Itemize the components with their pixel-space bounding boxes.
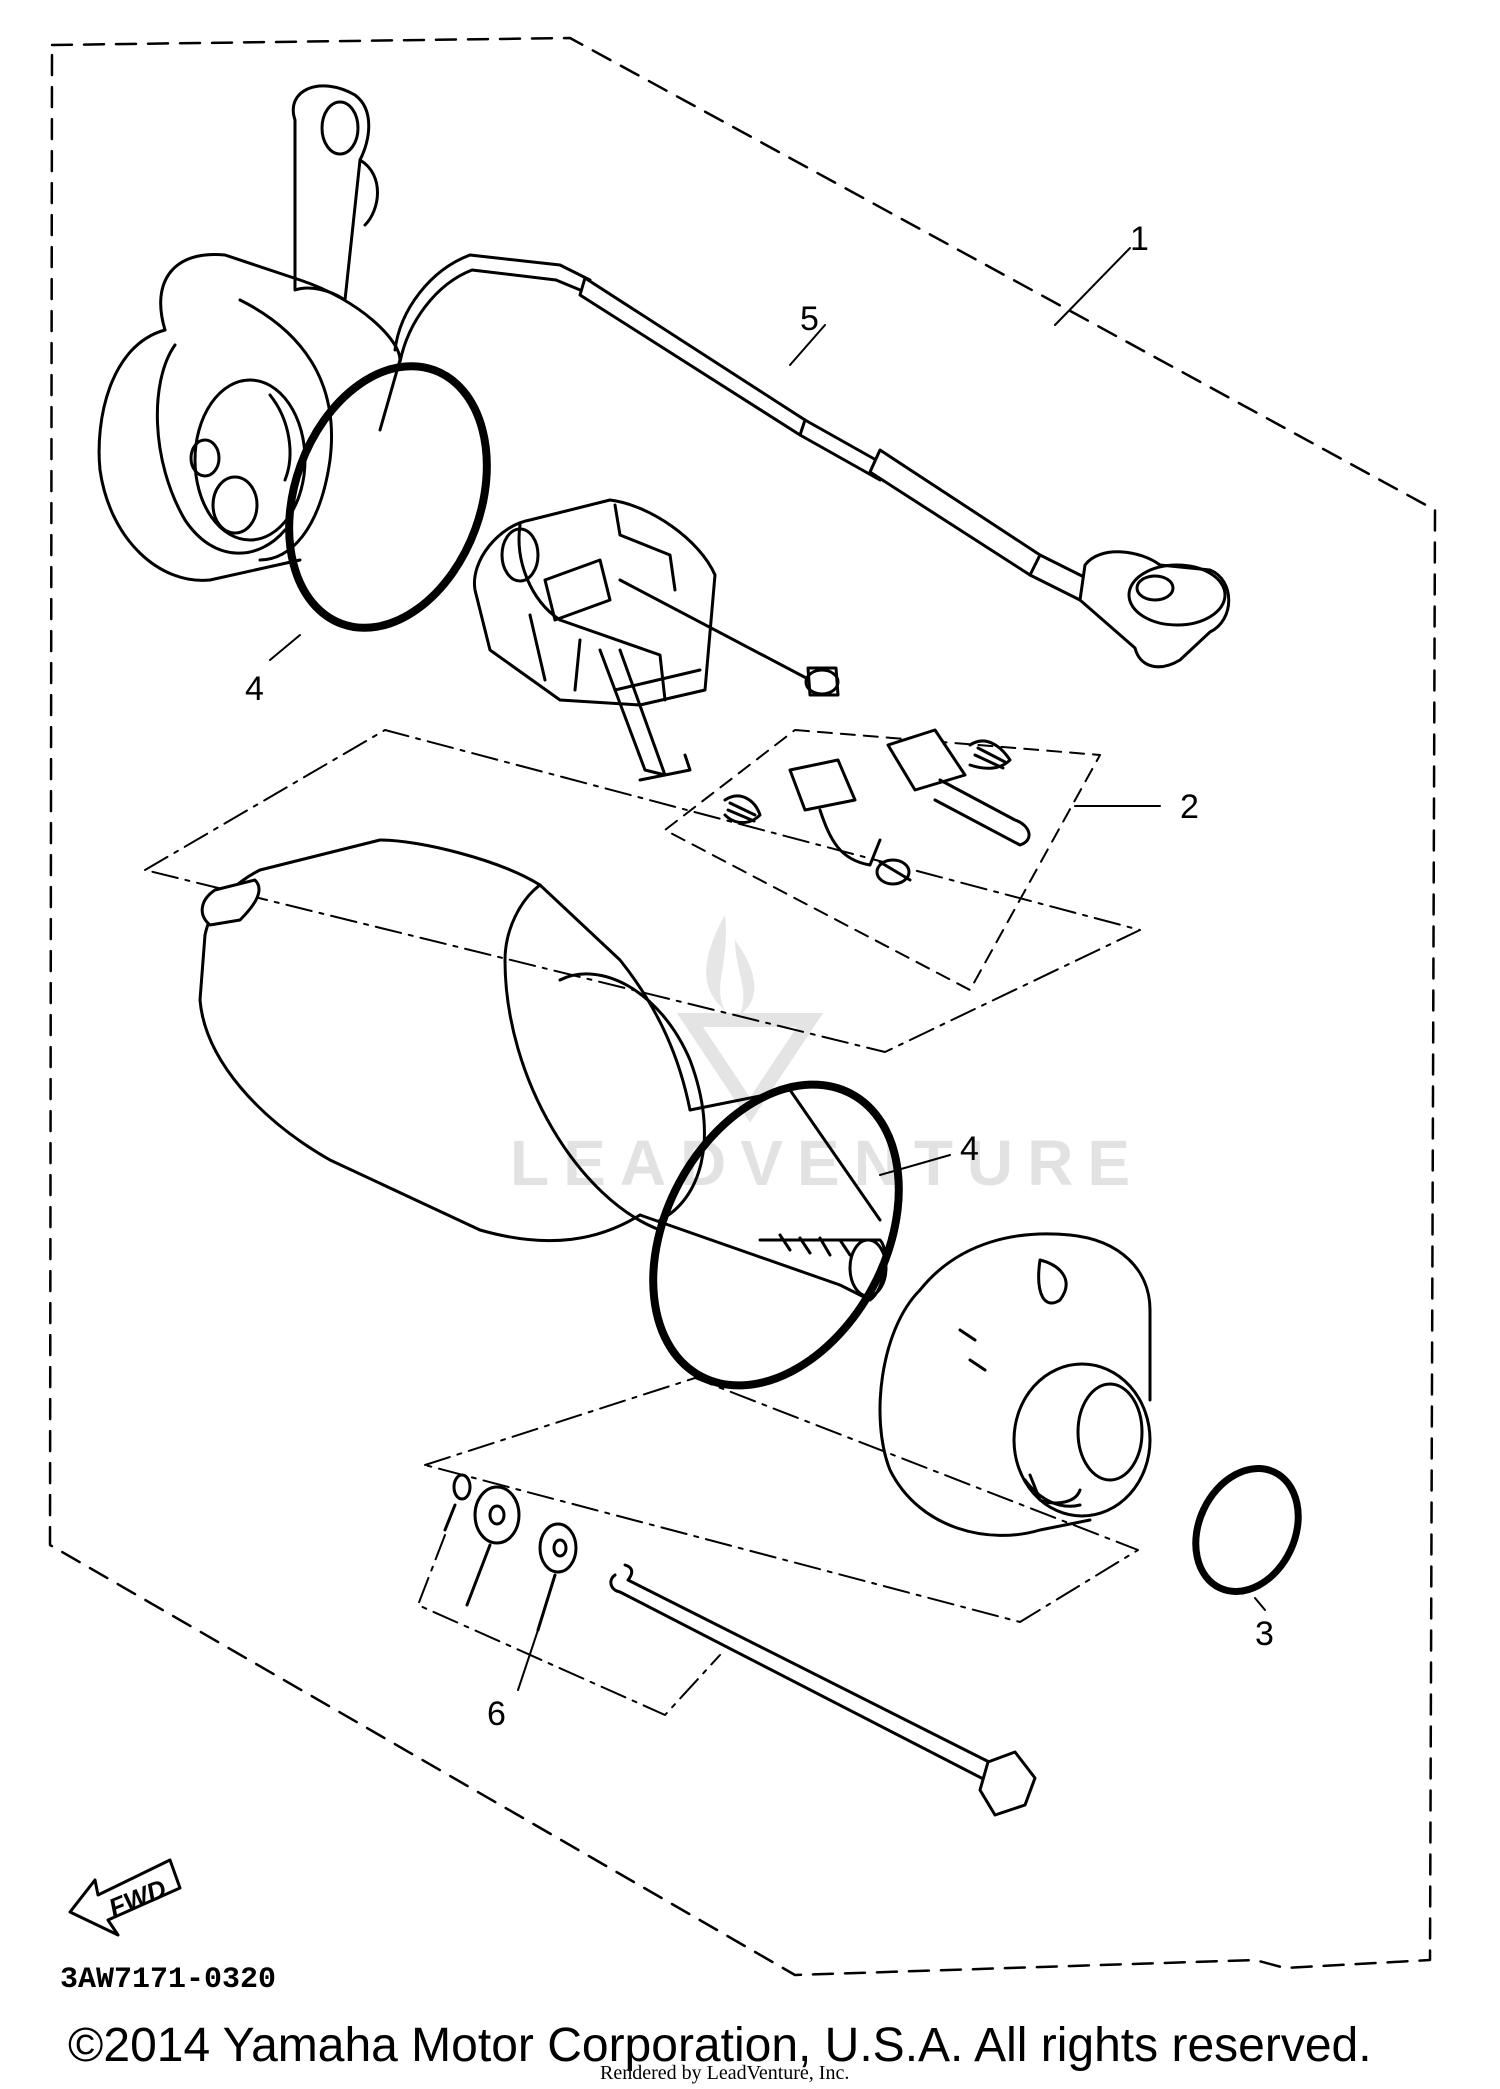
callout-2: 2 (1180, 788, 1199, 826)
hardware-plane (424, 1377, 1139, 1623)
callout-4-middle: 4 (960, 1130, 979, 1168)
rendered-by-notice: Rendered by LeadVenture, Inc. (600, 2062, 850, 2084)
brush-kit-parts (618, 578, 1031, 886)
diagram-code: 3AW7171-0320 (60, 1963, 276, 1997)
hardware-bracket (417, 1534, 721, 1716)
rear-cover (97, 84, 402, 582)
fwd-arrow (68, 1858, 182, 1937)
o-ring-upper (285, 362, 491, 632)
leader-lines (269, 247, 1266, 1691)
fwd-label: FWD (104, 1873, 170, 1923)
brush-plane (144, 729, 1141, 1053)
copyright-notice: ©2014 Yamaha Motor Corporation, U.S.A. A… (68, 2019, 1372, 2072)
yoke-armature (198, 838, 888, 1302)
leadventure-watermark: LEADVENTURE (510, 915, 1144, 1199)
brush-holder (472, 498, 717, 782)
o-ring-small (1192, 1465, 1302, 1595)
brush-kit-boundary (664, 729, 1101, 991)
lead-wire (393, 253, 1231, 669)
through-bolt (609, 1563, 1037, 1817)
front-cover (878, 1232, 1152, 1537)
callout-4-upper: 4 (245, 670, 264, 708)
watermark-text: LEADVENTURE (510, 1127, 1144, 1199)
callout-5: 5 (800, 300, 819, 338)
hardware-washers (443, 1473, 578, 1632)
assembly-boundary (48, 36, 1437, 1977)
o-ring-middle (649, 1080, 903, 1390)
callout-3: 3 (1255, 1615, 1274, 1653)
callout-6: 6 (487, 1695, 506, 1733)
callout-1: 1 (1130, 220, 1149, 258)
